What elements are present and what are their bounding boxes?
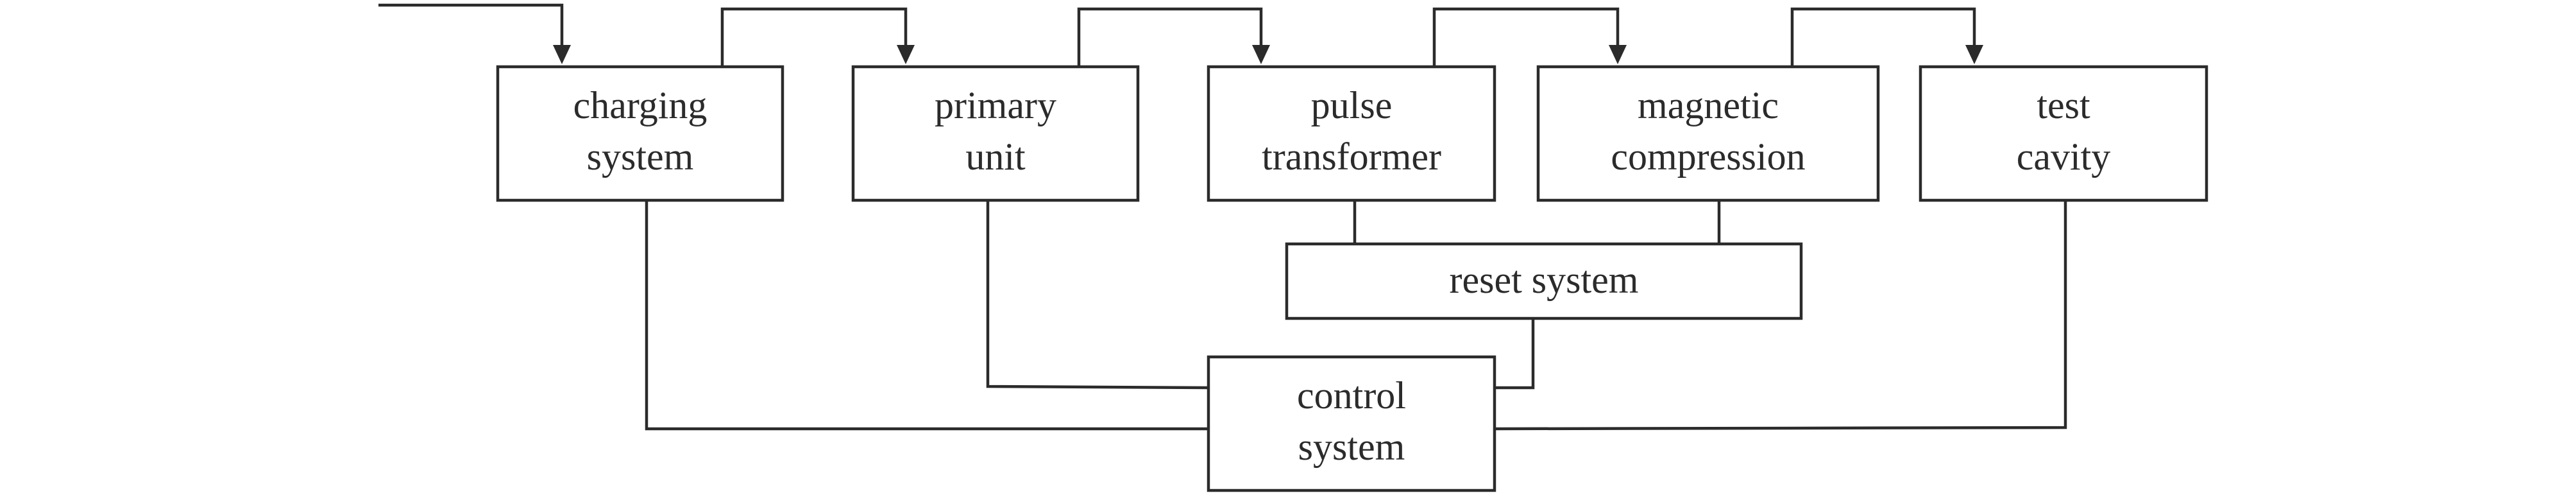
reset-system-label: reset system [1450, 259, 1639, 301]
input-arrowhead [553, 45, 571, 64]
block-pulse-transformer: pulse transformer [1207, 65, 1496, 202]
arrow-primary-to-pulse [1077, 7, 1263, 67]
pulse-transformer-label-line2: transformer [1262, 135, 1441, 178]
magnetic-compression-label-line2: compression [1611, 135, 1805, 178]
block-primary-unit: primary unit [851, 65, 1140, 202]
arrow-magnetic-to-test [1790, 7, 1976, 67]
test-cavity-label-line2: cavity [2017, 135, 2111, 178]
block-test-cavity: test cavity [1919, 65, 2208, 202]
control-wires [645, 200, 2067, 431]
block-reset-system: reset system [1285, 242, 1803, 320]
charging-system-label-line2: system [587, 135, 694, 178]
wire-reset-to-control [1495, 318, 1535, 390]
wire-charging-to-control [645, 200, 1208, 431]
wire-test-to-control [1494, 200, 2067, 431]
arrowhead-primary [897, 45, 915, 64]
arrowhead-test [1965, 45, 1983, 64]
flow-arrows [378, 3, 1983, 67]
block-control-system: control system [1207, 355, 1496, 492]
primary-unit-label-line1: primary [935, 84, 1056, 126]
control-system-label-line2: system [1298, 426, 1405, 468]
input-arrow-line [378, 3, 564, 46]
block-magnetic-compression: magnetic compression [1536, 65, 1880, 202]
pulse-transformer-label-line1: pulse [1311, 84, 1393, 126]
charging-system-label-line1: charging [573, 84, 708, 126]
primary-unit-label-line2: unit [965, 135, 1026, 178]
arrowhead-pulse [1252, 45, 1270, 64]
magnetic-compression-label-line1: magnetic [1638, 84, 1779, 126]
wire-primary-to-control [986, 200, 1209, 390]
control-system-label-line1: control [1297, 374, 1406, 417]
block-charging-system: charging system [496, 65, 784, 202]
arrowhead-magnetic [1609, 45, 1627, 64]
arrow-pulse-to-magnetic [1432, 7, 1620, 67]
test-cavity-label-line1: test [2037, 84, 2090, 126]
arrow-charging-to-primary [720, 7, 908, 67]
